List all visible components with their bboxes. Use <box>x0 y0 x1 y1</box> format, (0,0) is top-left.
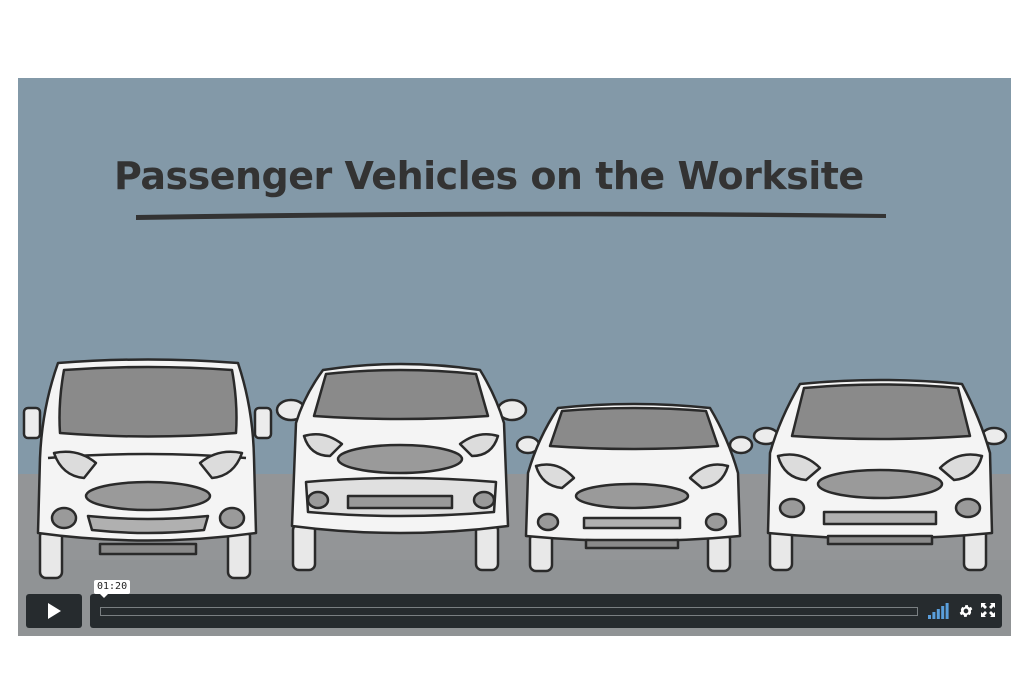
volume-bar <box>945 603 949 619</box>
compact-car-vehicle <box>515 402 754 573</box>
title-underline <box>136 211 886 220</box>
suv-vehicle <box>275 362 528 572</box>
vehicle-illustration <box>22 358 1008 580</box>
play-icon <box>48 603 61 619</box>
volume-bar <box>936 609 940 619</box>
volume-bar <box>928 615 931 619</box>
video-title: Passenger Vehicles on the Worksite <box>114 154 864 198</box>
gear-icon[interactable] <box>958 602 974 620</box>
fullscreen-icon[interactable] <box>981 603 995 617</box>
volume-bar <box>932 612 936 619</box>
current-time-tooltip: 01:20 <box>94 580 131 598</box>
volume-bars-icon[interactable] <box>928 603 950 619</box>
play-button[interactable] <box>26 594 82 628</box>
progress-track[interactable] <box>100 607 918 616</box>
video-player[interactable]: Passenger Vehicles on the Worksite <box>18 78 1011 636</box>
control-bar <box>90 594 1002 628</box>
volume-bar <box>941 606 945 619</box>
hatchback-vehicle <box>752 378 1008 572</box>
player-controls: 01:20 <box>26 580 1002 628</box>
van-vehicle <box>22 358 273 580</box>
